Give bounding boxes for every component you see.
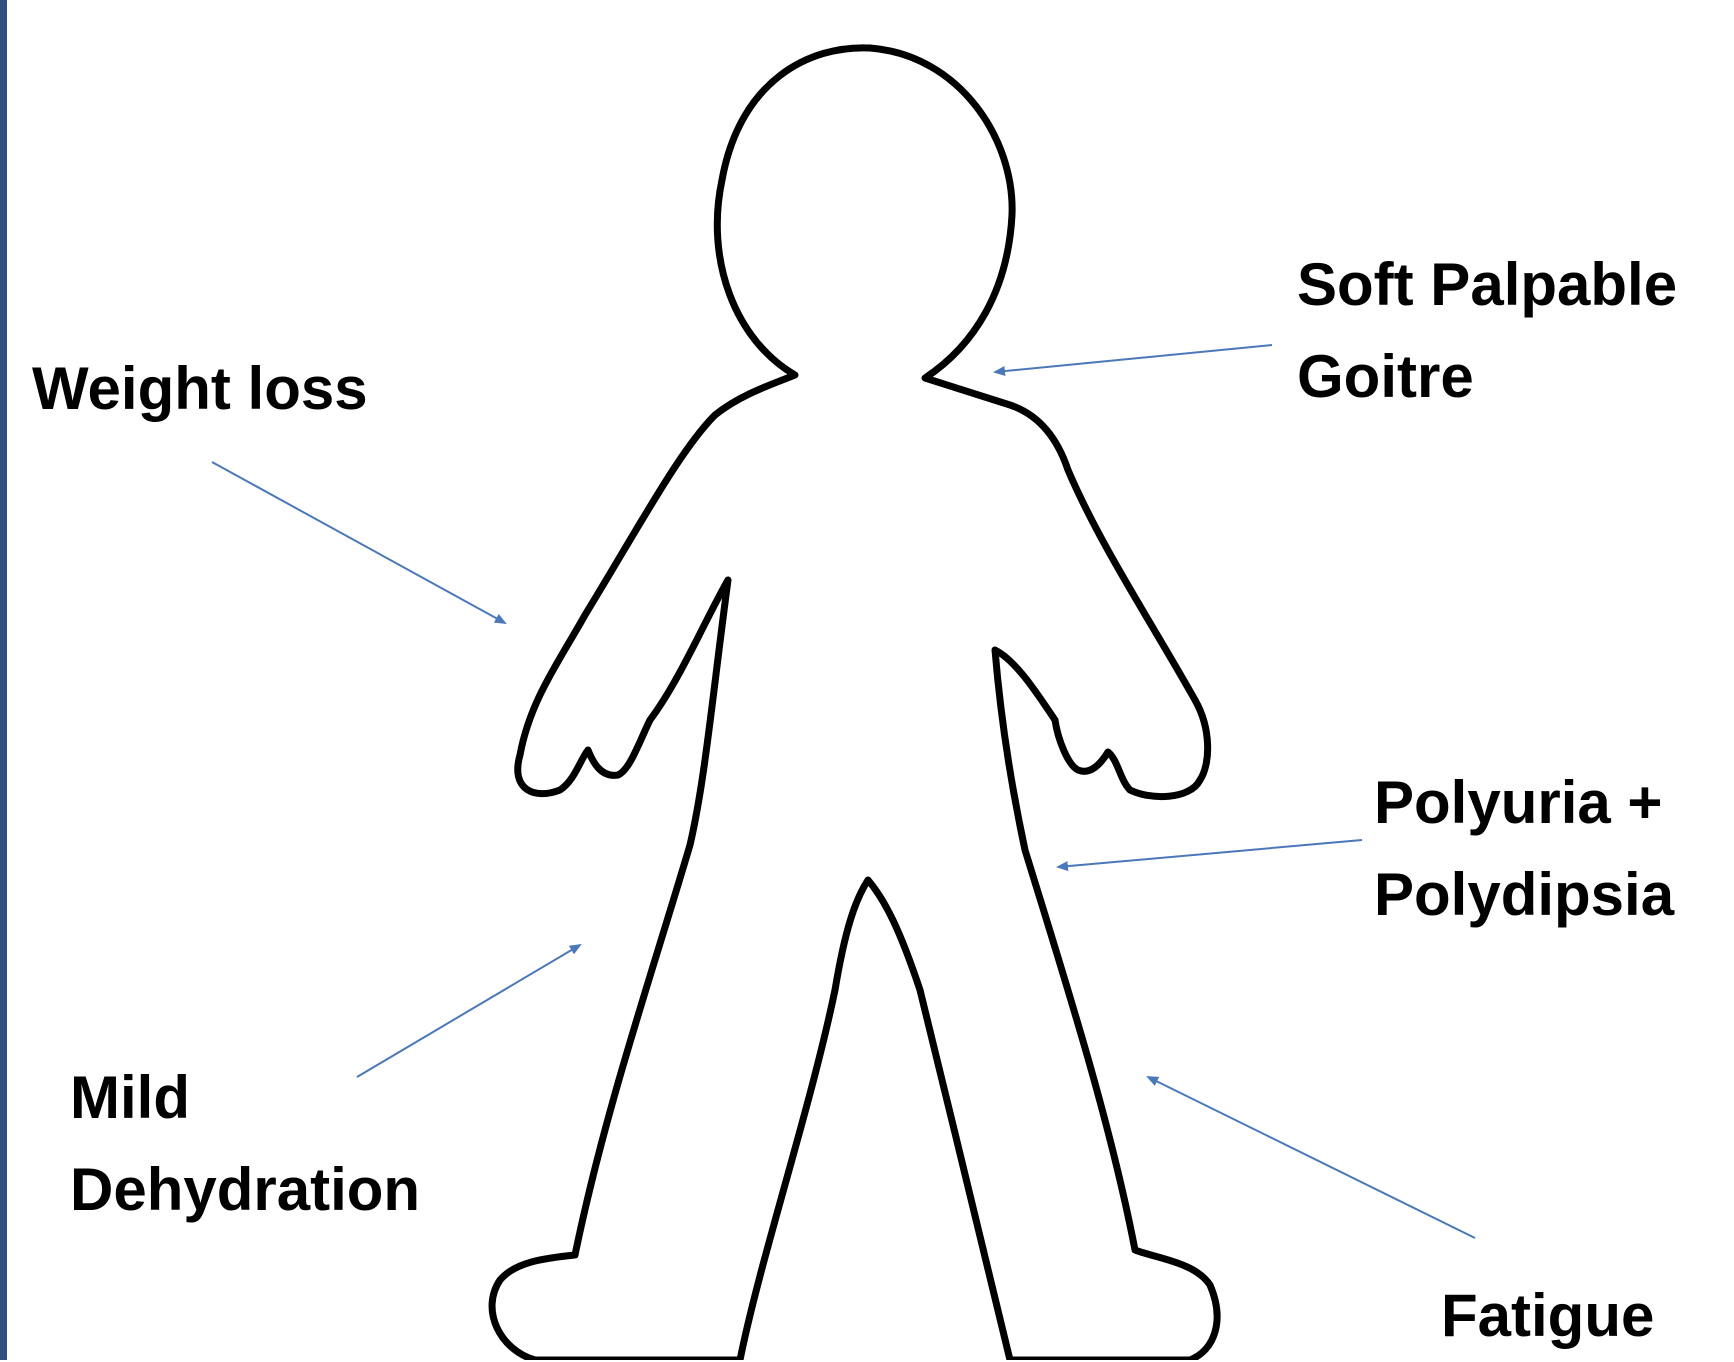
arrow-polyuria [1058, 840, 1362, 867]
label-goitre-line-2: Goitre [1297, 331, 1677, 423]
label-fatigue: Fatigue [1441, 1270, 1654, 1362]
label-polyuria-line-2: Polydipsia [1374, 849, 1674, 941]
label-fatigue-line: Fatigue [1441, 1270, 1654, 1362]
label-goitre-line-1: Soft Palpable [1297, 239, 1677, 331]
arrow-weight-loss [212, 462, 505, 623]
label-goitre: Soft Palpable Goitre [1297, 239, 1677, 423]
label-dehydration-line-2: Dehydration [70, 1144, 420, 1236]
label-dehydration-line-1: Mild [70, 1052, 420, 1144]
label-polyuria-line-1: Polyuria + [1374, 757, 1674, 849]
label-dehydration: Mild Dehydration [70, 1052, 420, 1236]
arrow-goitre [995, 345, 1272, 372]
arrow-fatigue [1148, 1077, 1475, 1238]
human-body-outline [492, 48, 1217, 1360]
label-weight-loss: Weight loss [32, 343, 368, 435]
label-weight-loss-line: Weight loss [32, 343, 368, 435]
label-polyuria: Polyuria + Polydipsia [1374, 757, 1674, 941]
